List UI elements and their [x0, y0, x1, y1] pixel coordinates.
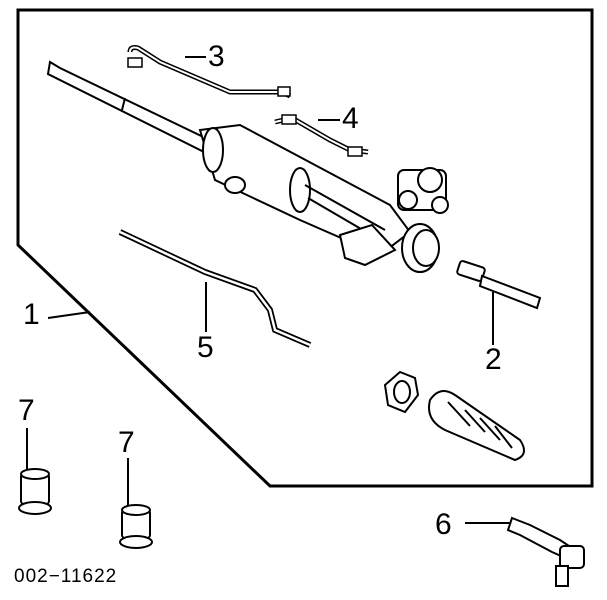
leader-lines — [26, 56, 510, 524]
callout-5: 5 — [197, 331, 214, 364]
callout-4: 4 — [342, 102, 359, 135]
callout-2: 2 — [485, 343, 502, 376]
leader-1 — [47, 311, 91, 319]
boot-and-nut — [383, 370, 525, 462]
callout-7b: 7 — [118, 426, 135, 459]
callout-1: 1 — [23, 298, 40, 331]
bushing-7a — [18, 468, 52, 515]
bar-5 — [118, 229, 312, 348]
callout-6: 6 — [435, 508, 452, 541]
bushing-7b — [119, 504, 153, 549]
callout-7a: 7 — [18, 394, 35, 427]
outer-tie-rod-end-6 — [506, 516, 585, 587]
rack-housing — [46, 60, 449, 273]
diagram-code: 002−11622 — [14, 566, 118, 587]
callout-3: 3 — [208, 40, 225, 73]
inner-tie-rod-2 — [456, 260, 542, 310]
assembly-frame — [16, 8, 594, 488]
